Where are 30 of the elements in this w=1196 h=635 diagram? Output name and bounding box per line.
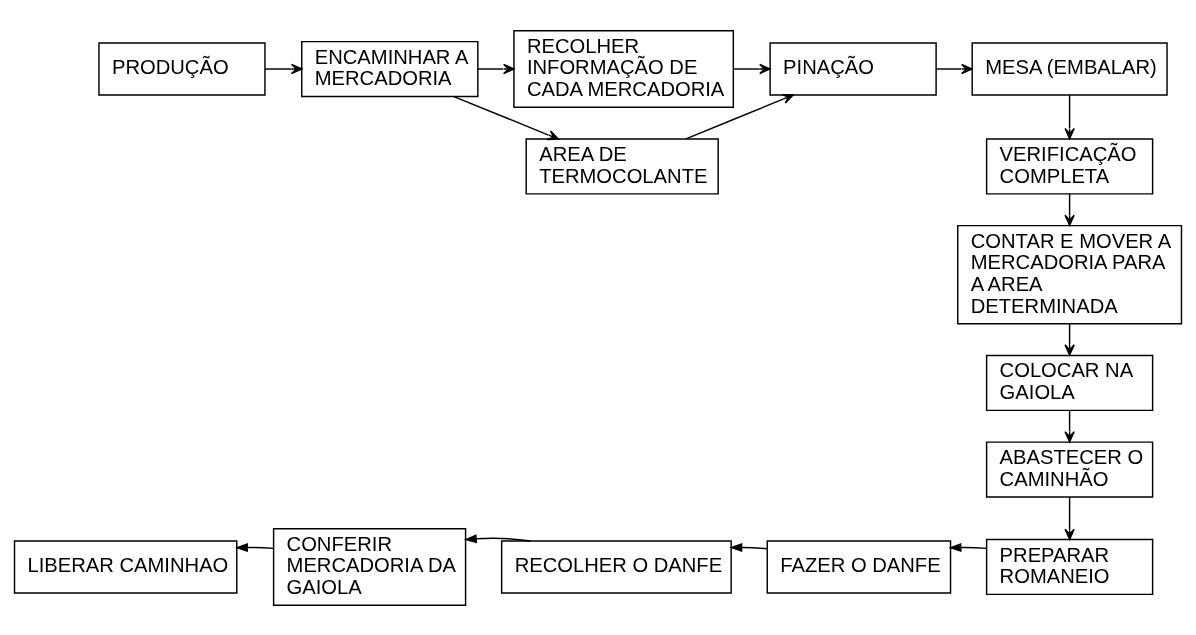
node-box: CONFERIR MERCADORIA DA GAIOLA (272, 527, 467, 606)
node-box: VERIFICAÇÃO COMPLETA (985, 137, 1154, 195)
arrow (1064, 496, 1075, 540)
arrow (935, 63, 973, 74)
node-box: PREPARAR ROMANEIO (985, 538, 1154, 595)
node-box: PRODUÇÃO (98, 41, 266, 96)
arrow (453, 95, 559, 140)
node-box: LIBERAR CAMINHAO (13, 539, 238, 594)
arrow (685, 93, 794, 140)
node-box: PINAÇÃO (769, 41, 937, 96)
arrow (948, 542, 988, 552)
arrow (1064, 192, 1075, 226)
arrow (1064, 94, 1075, 139)
arrow (477, 63, 515, 74)
node-box: COLOCAR NA GAIOLA (985, 354, 1154, 411)
node-box: AREA DE TERMOCOLANTE (525, 137, 719, 195)
node-box: CONTAR E MOVER A MERCADORIA PARA A AREA DETERMINADA (957, 224, 1183, 324)
arrow (732, 63, 771, 74)
node-box: RECOLHER INFORMAÇÃO DE CADA MERCADORIA (513, 29, 735, 108)
node-box: ENCAMINHAR A MERCADORIA (301, 40, 479, 97)
arrow (264, 63, 303, 74)
node-box: RECOLHER O DANFE (500, 539, 732, 594)
node-box: ABASTECER O CAMINHÃO (985, 440, 1154, 498)
arrow (234, 542, 275, 552)
arrow (1064, 409, 1075, 443)
node-box: MESA (EMBALAR) (971, 41, 1168, 96)
arrow (463, 533, 532, 543)
arrow (1064, 322, 1075, 356)
arrow (729, 542, 768, 552)
node-box: FAZER O DANFE (766, 539, 952, 594)
